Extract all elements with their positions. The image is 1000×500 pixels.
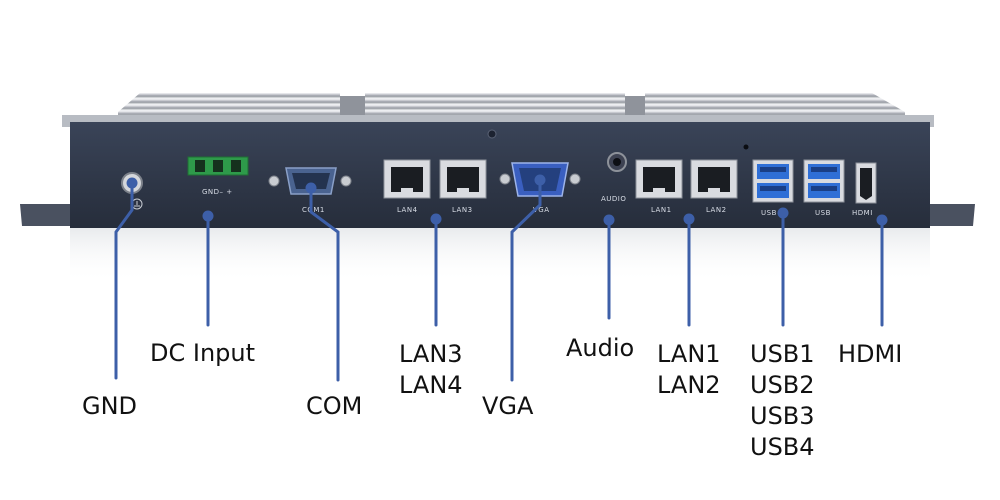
panel-label-gnd-power: GND– + xyxy=(202,188,233,196)
callout-dc-input: DC Input xyxy=(150,339,256,367)
audio-jack xyxy=(607,152,627,172)
callout-lan12: LAN1 LAN2 xyxy=(657,339,721,401)
right-mounting-flange xyxy=(928,204,975,226)
callout-gnd: GND xyxy=(82,392,138,420)
leader-dot-hdmi xyxy=(876,214,888,226)
leader-dot-com xyxy=(305,182,317,194)
lan4-port xyxy=(383,159,431,199)
panel-label-vga: VGA xyxy=(533,206,550,214)
hdmi-port xyxy=(855,162,877,204)
callout-usb1: USB1 xyxy=(750,340,815,368)
panel-label-usb-right: USB xyxy=(815,209,831,217)
leader-line-gnd xyxy=(114,181,134,380)
leader-dot-dc-input xyxy=(202,210,214,222)
callout-vga: VGA xyxy=(482,392,534,420)
panel-label-lan4: LAN4 xyxy=(397,206,418,214)
callout-lan3: LAN3 xyxy=(399,340,463,368)
usb-stack-right xyxy=(803,159,845,203)
panel-label-lan2: LAN2 xyxy=(706,206,727,214)
lan2-port xyxy=(690,159,738,199)
screw-icon xyxy=(487,129,497,139)
leader-dot-gnd xyxy=(126,177,138,189)
leader-dot-audio xyxy=(603,214,615,226)
callout-usb3: USB3 xyxy=(750,402,815,430)
callout-lan2: LAN2 xyxy=(657,371,721,399)
leader-dot-lan34 xyxy=(430,213,442,225)
leader-line-vga xyxy=(510,178,542,382)
callout-hdmi: HDMI xyxy=(838,340,903,368)
callout-usb4: USB4 xyxy=(750,433,815,461)
callout-usb2: USB2 xyxy=(750,371,815,399)
leader-line-com xyxy=(309,186,340,382)
panel-label-com1: COM1 xyxy=(302,206,325,214)
callout-lan1: LAN1 xyxy=(657,340,721,368)
leader-dot-lan12 xyxy=(683,213,695,225)
usb-stack-left xyxy=(752,159,794,203)
lan3-port xyxy=(439,159,487,199)
lan1-port xyxy=(635,159,683,199)
panel-label-audio: AUDIO xyxy=(601,195,626,203)
panel-label-lan1: LAN1 xyxy=(651,206,672,214)
heatsink-fins xyxy=(118,93,905,118)
panel-label-usb-left: USB xyxy=(761,209,777,217)
left-mounting-flange xyxy=(20,204,70,226)
callout-lan4: LAN4 xyxy=(399,371,463,399)
com-port xyxy=(268,167,352,195)
leader-dot-usb xyxy=(777,207,789,219)
panel-label-hdmi: HDMI xyxy=(852,209,873,217)
panel-reflection xyxy=(70,228,930,283)
indicator-led xyxy=(743,144,749,150)
dc-input-terminal xyxy=(187,156,249,176)
leader-dot-vga xyxy=(534,174,546,186)
callout-audio: Audio xyxy=(566,334,635,362)
callout-lan34: LAN3 LAN4 xyxy=(399,339,463,401)
callout-com: COM xyxy=(306,392,363,420)
callout-usb: USB1 USB2 USB3 USB4 xyxy=(750,339,815,463)
panel-label-lan3: LAN3 xyxy=(452,206,473,214)
